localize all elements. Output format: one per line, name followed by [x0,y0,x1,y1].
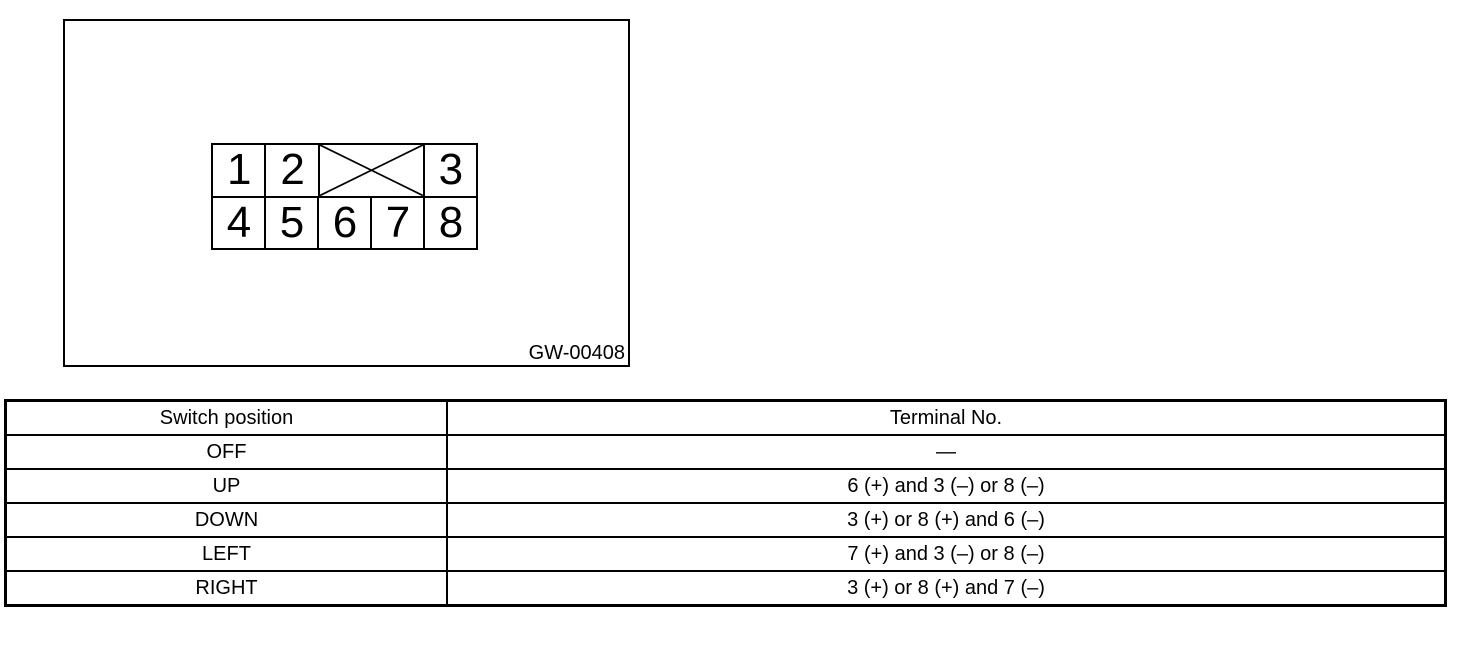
table-row-right: RIGHT 3 (+) or 8 (+) and 7 (–) [4,570,1447,607]
figure-id-label: GW-00408 [528,342,625,364]
terminal-cell: 3 (+) or 8 (+) and 6 (–) [446,502,1447,538]
pin-label-7: 7 [385,197,411,247]
pin-label-1: 1 [226,145,252,195]
table-row-up: UP 6 (+) and 3 (–) or 8 (–) [4,468,1447,504]
table-header-switch-position: Switch position [4,399,448,436]
switch-position-cell: UP [4,468,448,504]
table-header-terminal-no: Terminal No. [446,399,1447,436]
terminal-cell: 7 (+) and 3 (–) or 8 (–) [446,536,1447,572]
terminal-cell: 6 (+) and 3 (–) or 8 (–) [446,468,1447,504]
pin-label-8: 8 [438,197,464,247]
switch-position-cell: RIGHT [4,570,448,607]
pin-cell-6: 6 [319,197,372,248]
blocked-cell [320,145,425,196]
pin-cell-2: 2 [266,145,320,196]
terminal-cell: — [446,434,1447,470]
terminal-cell: 3 (+) or 8 (+) and 7 (–) [446,570,1447,607]
table-header-row: Switch position Terminal No. [4,399,1447,436]
pin-label-4: 4 [226,197,252,247]
table-row-down: DOWN 3 (+) or 8 (+) and 6 (–) [4,502,1447,538]
pin-cell-8: 8 [425,198,476,249]
pin-cell-3: 3 [425,145,476,196]
switch-position-cell: DOWN [4,502,448,538]
x-cross-icon [320,145,423,196]
connector-top-row: 1 2 3 [213,145,476,198]
figure-box: 1 2 3 4 5 6 [63,19,630,367]
switch-position-cell: OFF [4,434,448,470]
pin-label-3: 3 [438,145,464,195]
pin-cell-1: 1 [213,145,267,196]
pin-label-2: 2 [280,145,305,195]
table-row-left: LEFT 7 (+) and 3 (–) or 8 (–) [4,536,1447,572]
pin-label-5: 5 [279,197,305,247]
connector-bottom-row: 4 5 6 7 8 [213,197,476,249]
switch-position-cell: LEFT [4,536,448,572]
terminal-table: Switch position Terminal No. OFF — UP 6 … [4,399,1447,607]
connector-diagram: 1 2 3 4 5 6 [211,143,478,250]
pin-cell-5: 5 [266,197,319,248]
table-row-off: OFF — [4,434,1447,470]
pin-cell-7: 7 [372,197,425,248]
pin-label-6: 6 [332,197,358,247]
pin-cell-4: 4 [213,197,266,248]
